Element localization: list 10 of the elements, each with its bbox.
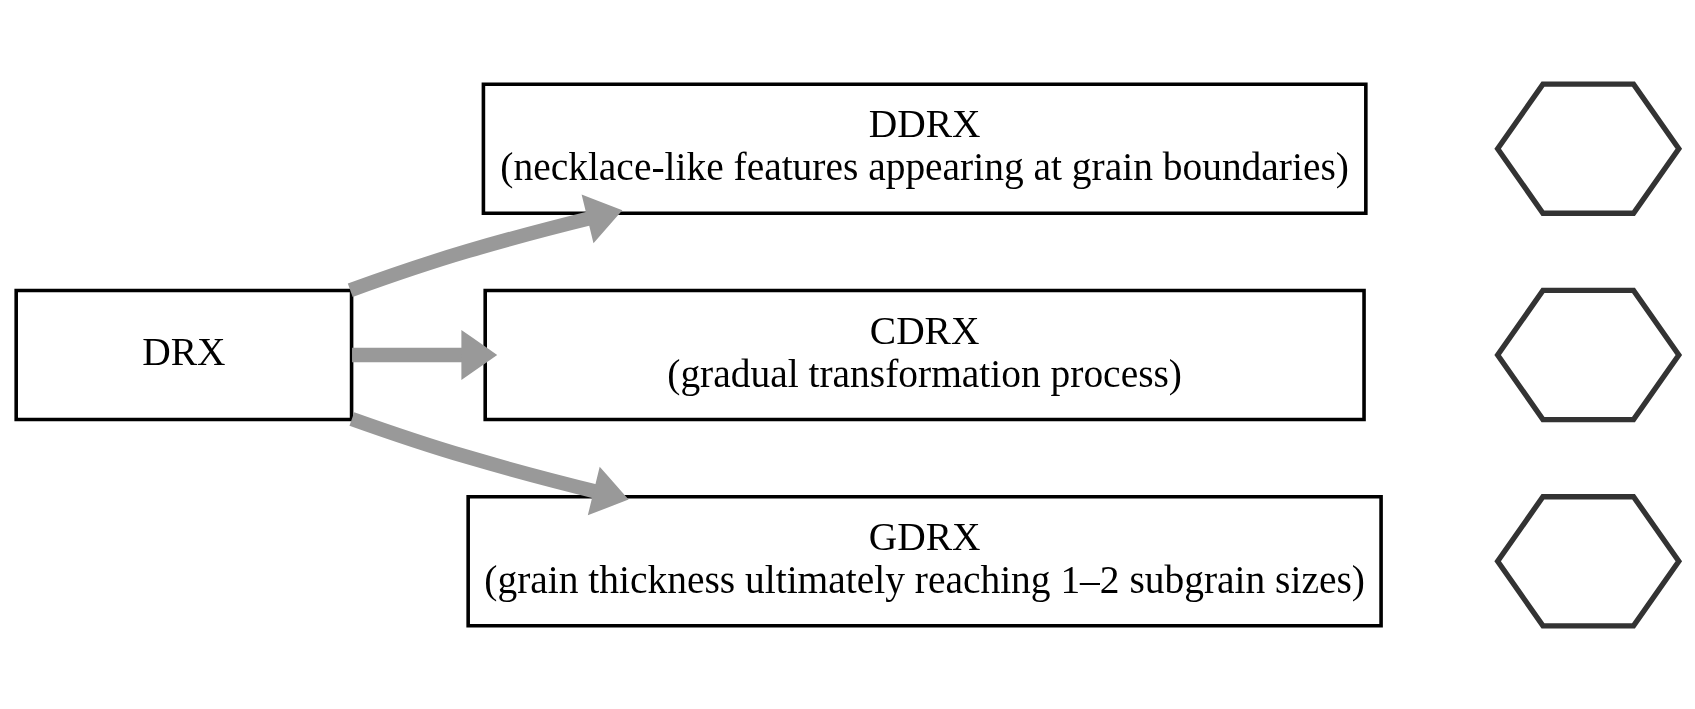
arrow: [352, 329, 498, 380]
arrow: [347, 193, 623, 297]
node-box: DRX: [14, 288, 354, 421]
node-box: GDRX (grain thickness ultimately reaching 1–2 subgrain sizes): [466, 494, 1383, 628]
node-picture: [1494, 81, 1683, 216]
node-picture: [1494, 287, 1683, 422]
node-picture: [1494, 493, 1683, 629]
node-box: CDRX (gradual transformation process): [483, 288, 1366, 421]
node-box: DDRX (necklace-like features appearing at grain boundaries): [481, 81, 1368, 215]
arrow: [349, 411, 629, 515]
